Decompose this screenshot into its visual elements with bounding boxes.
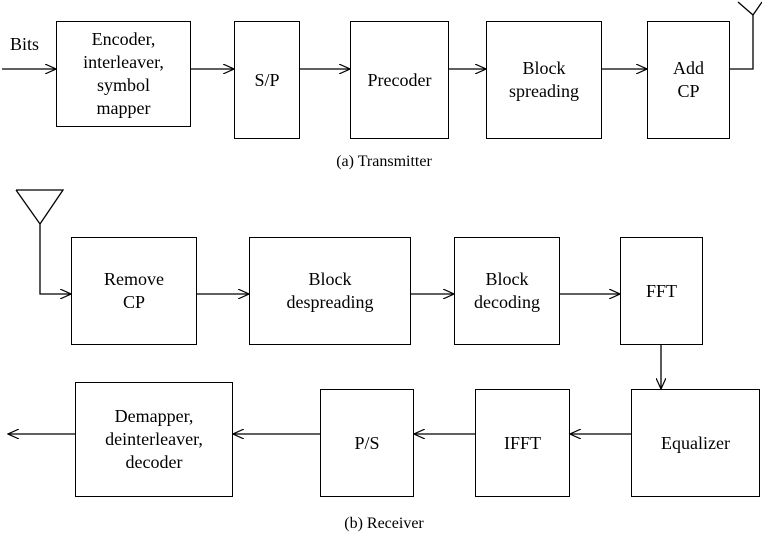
block-encoder: Encoder, interleaver, symbol mapper bbox=[56, 21, 191, 127]
block-spreading: Block spreading bbox=[486, 21, 602, 139]
block-add-cp: Add CP bbox=[647, 21, 730, 139]
block-precoder: Precoder bbox=[350, 21, 449, 139]
block-decoding: Block decoding bbox=[454, 237, 560, 345]
transmitter-caption: (a) Transmitter bbox=[336, 153, 432, 170]
block-sp: S/P bbox=[234, 21, 300, 139]
block-ps: P/S bbox=[320, 389, 414, 497]
bits-label: Bits bbox=[10, 34, 40, 54]
block-fft: FFT bbox=[620, 237, 703, 345]
rx-antenna-icon bbox=[15, 189, 65, 226]
block-demapper: Demapper, deinterleaver, decoder bbox=[75, 382, 233, 497]
block-despreading: Block despreading bbox=[249, 237, 411, 345]
block-equalizer: Equalizer bbox=[631, 389, 760, 497]
arrow-rx-antenna-to-remove-cp bbox=[39, 224, 71, 294]
wire-addcp-to-tx-antenna bbox=[730, 15, 754, 70]
receiver-caption: (b) Receiver bbox=[344, 515, 424, 532]
block-ifft: IFFT bbox=[475, 389, 570, 497]
block-remove-cp: Remove CP bbox=[71, 237, 197, 345]
tx-antenna-icon bbox=[737, 1, 762, 16]
